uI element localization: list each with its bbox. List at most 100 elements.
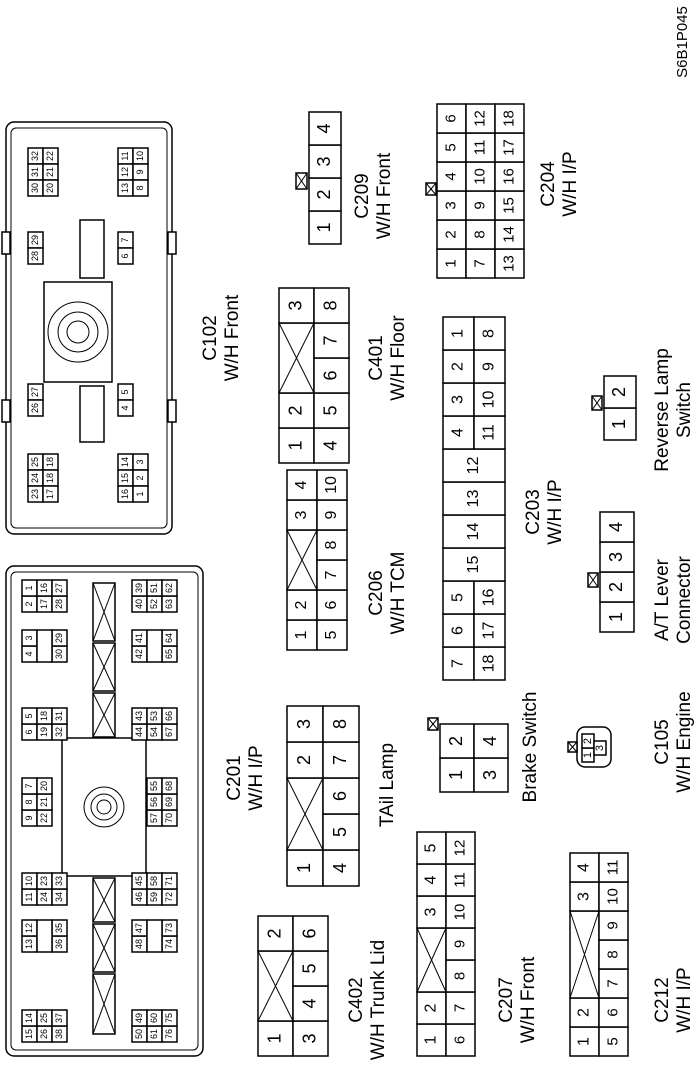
c201-pin-cell xyxy=(36,629,53,663)
brake-pin-number: 3 xyxy=(480,770,500,780)
c212-pin-number: 8 xyxy=(604,950,621,958)
c102-pin-number: 1 xyxy=(135,491,145,496)
c201-pin-number: 65 xyxy=(164,649,174,659)
label-c209: C209 W/H Front xyxy=(352,152,395,239)
c201-pin-number: 47 xyxy=(134,923,144,933)
svg-text:W/H I/P: W/H I/P xyxy=(560,151,581,216)
c401-pin-cell xyxy=(313,427,350,464)
c212-pin-cell xyxy=(598,852,629,883)
c204-pin-number: 4 xyxy=(442,172,459,180)
c204-pin-number: 9 xyxy=(471,201,488,209)
c102-pin-number: 9 xyxy=(135,169,145,174)
c102-bolt-mid xyxy=(57,311,99,353)
svg-text:W/H Front: W/H Front xyxy=(518,956,539,1043)
brake-pin-number: 2 xyxy=(446,736,466,746)
c204-pin-cell xyxy=(436,103,467,134)
c203-pin-cell xyxy=(473,316,506,351)
at-pin-number: 1 xyxy=(606,612,626,622)
c209-pin-number: 2 xyxy=(314,189,334,199)
c201-blank-cross-b xyxy=(92,692,116,738)
tail-pin-number: 5 xyxy=(330,827,350,837)
svg-text:W/H Trunk Lid: W/H Trunk Lid xyxy=(368,940,389,1060)
label-c204: C204 W/H I/P xyxy=(538,151,581,216)
c207-pin-number: 12 xyxy=(451,840,468,857)
c201-pin-cell xyxy=(51,872,68,890)
c102-pin-number: 10 xyxy=(135,151,145,161)
tail-pin-number: 6 xyxy=(330,791,350,801)
c201-pin-number: 26 xyxy=(39,1029,49,1039)
label-brake-switch: Brake Switch xyxy=(520,692,541,803)
c105-connector: 123 xyxy=(567,726,612,768)
svg-text:C204: C204 xyxy=(538,161,559,207)
c203-pin-cell xyxy=(442,448,506,483)
c206-pin-number: 10 xyxy=(323,476,340,494)
c102-pin-number: 18 xyxy=(45,473,55,483)
svg-text:C206: C206 xyxy=(366,570,387,615)
c402-pin-cell xyxy=(292,985,329,1022)
c201-pin-number: 16 xyxy=(39,583,49,593)
c201-pin-number: 52 xyxy=(149,599,159,609)
c204-pin-cell xyxy=(494,219,525,250)
c102-pin-number: 21 xyxy=(45,167,55,177)
c201-center-bolt-outer xyxy=(83,786,125,828)
c201-pin-number: 4 xyxy=(24,651,34,656)
c203-pin-number: 18 xyxy=(481,655,498,673)
c209-latch-cross-b xyxy=(295,172,308,190)
c102-pin-grid: 3231302221201112131098292876272654252423… xyxy=(27,147,149,503)
svg-text:Connector: Connector xyxy=(674,556,695,644)
c206-pin-number: 1 xyxy=(293,630,310,639)
c201-pin-number: 49 xyxy=(134,1013,144,1023)
svg-text:W/H I/P: W/H I/P xyxy=(246,745,267,810)
c204-pin-number: 14 xyxy=(500,226,517,243)
c201-pin-number: 74 xyxy=(164,939,174,949)
svg-text:C105: C105 xyxy=(652,719,673,764)
c204-pin-number: 18 xyxy=(500,110,517,127)
c201-pin-number: 27 xyxy=(54,583,64,593)
c201-pin-number: 12 xyxy=(24,923,34,933)
c402-pin-number: 1 xyxy=(264,1033,284,1043)
c201-pin-number: 66 xyxy=(164,711,174,721)
c102-pin-number: 23 xyxy=(30,489,40,499)
c201-blank-cross-b xyxy=(92,973,116,1035)
c401-pin-cell xyxy=(313,392,350,429)
tail-pin-number: 7 xyxy=(330,755,350,765)
c201-pin-number: 31 xyxy=(54,711,64,721)
c201-pin-number: 33 xyxy=(54,876,64,886)
c102-pin-cell xyxy=(27,399,44,417)
c401-blank-cross-b xyxy=(278,322,315,394)
c204-pin-number: 5 xyxy=(442,143,459,151)
c212-pin-number: 9 xyxy=(604,921,621,929)
c201-pin-number: 1 xyxy=(24,585,34,590)
c102-pin-number: 22 xyxy=(45,151,55,161)
at-pin-cell xyxy=(599,541,635,573)
c209-pin-number: 1 xyxy=(314,222,334,232)
c207-pin-cell xyxy=(416,991,447,1025)
c201-pin-number: 63 xyxy=(164,599,174,609)
label-c203: C203 W/H I/P xyxy=(523,479,566,544)
c201-pin-number: 36 xyxy=(54,939,64,949)
c201-pin-number: 38 xyxy=(54,1029,64,1039)
c204-pin-number: 15 xyxy=(500,197,517,214)
at-pin-cell xyxy=(599,601,635,633)
c212-pin-cell xyxy=(598,997,629,1028)
c102-pin-number: 26 xyxy=(30,403,40,413)
c201-pin-number: 45 xyxy=(134,876,144,886)
c201-pin-cell xyxy=(36,919,53,953)
c206-pin-number: 5 xyxy=(323,630,340,639)
c102-pin-cell xyxy=(132,485,149,503)
c207-pin-number: 7 xyxy=(451,1004,468,1012)
c201-blank-cross-b xyxy=(92,582,116,642)
reverse-pin-cell xyxy=(603,375,637,409)
svg-text:C402: C402 xyxy=(346,977,367,1022)
c204-pin-cell xyxy=(436,161,467,192)
c102-pin-number: 25 xyxy=(30,457,40,467)
c203-pin-cell xyxy=(442,316,475,351)
c206-pin-cell xyxy=(316,469,348,501)
svg-text:Reverse Lamp: Reverse Lamp xyxy=(652,348,673,472)
c201-center-bolt-inner xyxy=(90,793,118,821)
c102-pin-number: 30 xyxy=(30,183,40,193)
connector-layer: 1234561234567891011121234567891011123456… xyxy=(257,103,637,1057)
c201-pin-number: 22 xyxy=(39,813,49,823)
c207-pin-number: 11 xyxy=(451,872,468,888)
